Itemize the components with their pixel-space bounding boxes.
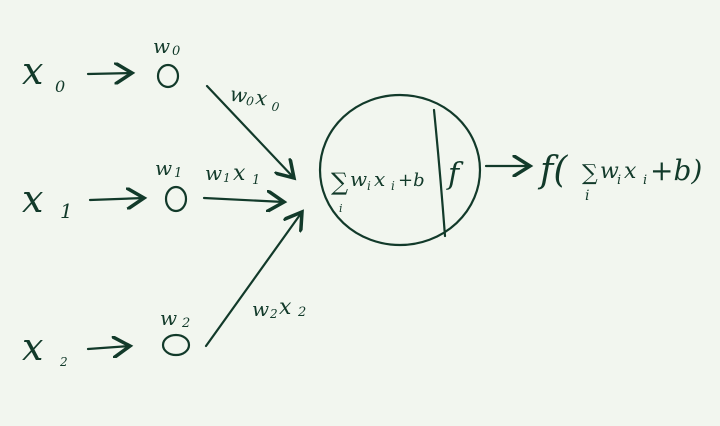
product-w2x2-x: x (279, 295, 292, 320)
weight-node-1-circle (164, 185, 188, 213)
weight-w2-sub: 2 (181, 316, 190, 331)
input-x1: x 1 (22, 177, 73, 223)
output-tail: +b) (650, 154, 702, 187)
weight-w1-sub: 1 (174, 166, 182, 181)
output-f: f( (537, 150, 568, 191)
input-x1-label: x (22, 177, 43, 221)
input-x2-label: x (22, 325, 43, 369)
edge-w1x1 (202, 198, 284, 202)
output-sum-index: i (585, 188, 589, 204)
product-w0x0-wsub: 0 (245, 94, 255, 109)
weight-w0-label: w (153, 34, 170, 58)
input-x2: x 2 (22, 325, 68, 369)
neuron-sum-x: x (374, 167, 385, 191)
arrow-x2-to-node (86, 346, 130, 349)
weight-w2-label: w (160, 306, 177, 330)
neuron: ∑ i w i x i +b f (318, 93, 482, 247)
neuron-sum-w: w (350, 167, 367, 191)
weight-w1-label: w (155, 156, 172, 180)
neuron-sum-bias: +b (398, 170, 425, 191)
product-w1x1: w 1 x 1 (205, 161, 260, 188)
product-w0x0: w 0 x 0 (228, 82, 281, 115)
arrow-x1-to-node (88, 198, 144, 200)
product-w2x2-xsub: 2 (297, 305, 306, 320)
product-w1x1-wsub: 1 (223, 171, 231, 185)
neuron-circle (318, 93, 482, 247)
output-x: x (624, 159, 637, 184)
product-w0x0-w: w (228, 82, 248, 108)
neuron-divider (432, 108, 447, 238)
weight-node-0: w 0 (153, 34, 180, 89)
input-x2-sub: 2 (59, 355, 68, 369)
neuron-sum-index: i (339, 202, 343, 215)
product-w1x1-w: w (205, 161, 222, 185)
output-w: w (600, 159, 619, 184)
weight-node-2-circle (161, 333, 191, 357)
product-w0x0-x: x (254, 85, 269, 110)
output-x-sub: i (643, 173, 647, 188)
neuron-sum-w-sub: i (367, 179, 371, 193)
product-w2x2: w 2 x 2 (252, 295, 306, 321)
neuron-activation-f: f (446, 157, 464, 192)
arrow-x0-to-node (86, 73, 132, 74)
weight-node-1: w 1 (155, 156, 188, 213)
weight-node-2: w 2 (160, 306, 191, 357)
neuron-sum-symbol: ∑ (331, 168, 348, 196)
output-expression: f( ∑ i w i x i +b) (537, 150, 702, 204)
output-w-sub: i (617, 173, 621, 188)
neuron-sum-x-sub: i (391, 179, 395, 193)
input-x1-sub: 1 (60, 199, 73, 223)
weight-node-0-circle (156, 63, 180, 89)
product-w1x1-xsub: 1 (252, 173, 260, 188)
output-sum-symbol: ∑ (582, 161, 598, 186)
product-w2x2-w: w (252, 297, 269, 321)
weight-w0-sub: 0 (172, 44, 180, 59)
product-w1x1-x: x (233, 161, 246, 186)
product-w2x2-wsub: 2 (269, 307, 278, 321)
edge-w2x2 (204, 212, 302, 348)
edge-w0x0 (205, 84, 294, 178)
input-x0: x 0 (22, 49, 65, 96)
product-w0x0-xsub: 0 (271, 99, 281, 114)
input-x0-sub: 0 (55, 77, 65, 96)
input-x0-label: x (22, 49, 43, 93)
